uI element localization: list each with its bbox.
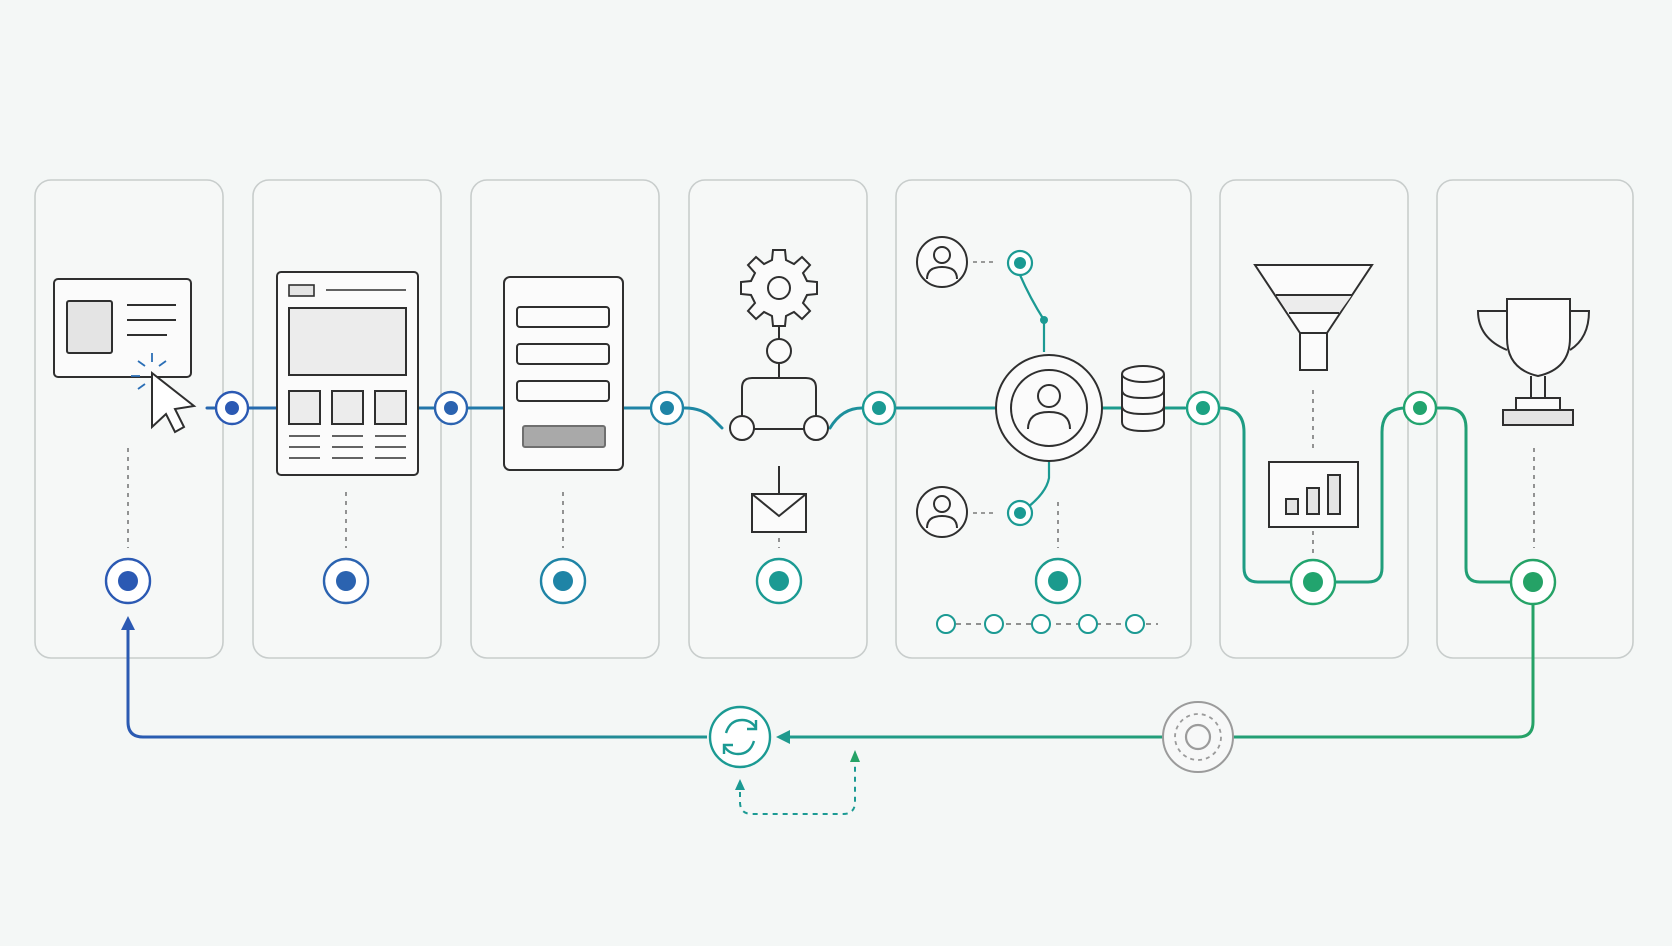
flow-node-6 (1402, 390, 1438, 426)
flow-node-1 (214, 390, 250, 426)
flow-node-5 (1185, 390, 1221, 426)
user-avatar-bottom-icon (916, 486, 968, 538)
side-loop-arrow-right (850, 750, 860, 762)
gear-workflow-email-icon (729, 249, 829, 533)
status-node-2 (322, 557, 370, 605)
side-loop-arrow-left (735, 779, 745, 790)
status-node-4 (755, 557, 803, 605)
central-user-hub-icon (995, 354, 1103, 462)
user-avatar-top-icon (916, 236, 968, 288)
refresh-cycle-icon (708, 705, 772, 769)
stage-panels (34, 179, 1634, 659)
trophy-icon (1476, 298, 1591, 426)
flow-nodes (214, 390, 1438, 426)
target-node-icon (1162, 701, 1234, 773)
drop-connectors (127, 390, 1535, 556)
flow-node-4 (861, 390, 897, 426)
loop-back-line (126, 604, 1535, 739)
website-layout-icon (276, 271, 419, 476)
status-node-7 (1509, 558, 1557, 606)
database-icon (1121, 365, 1165, 433)
side-loop-dashed (739, 760, 856, 815)
status-node-5 (1034, 557, 1082, 605)
status-node-1 (104, 557, 152, 605)
webpage-cursor-click-icon (53, 278, 197, 434)
status-node-6 (1289, 558, 1337, 606)
status-nodes (104, 557, 1557, 606)
hub-node-top (1006, 249, 1048, 352)
status-node-3 (539, 557, 587, 605)
funnel-chart-icon (1253, 264, 1374, 528)
pipeline-dots (936, 614, 1158, 634)
flow-node-3 (649, 390, 685, 426)
form-icon (503, 276, 624, 471)
hub-node-bottom (1006, 462, 1051, 527)
flow-node-2 (433, 390, 469, 426)
user-hub-database-icon (916, 236, 1165, 634)
loop-arrowhead-up (121, 616, 135, 630)
loop-arrowhead-left (776, 730, 790, 744)
